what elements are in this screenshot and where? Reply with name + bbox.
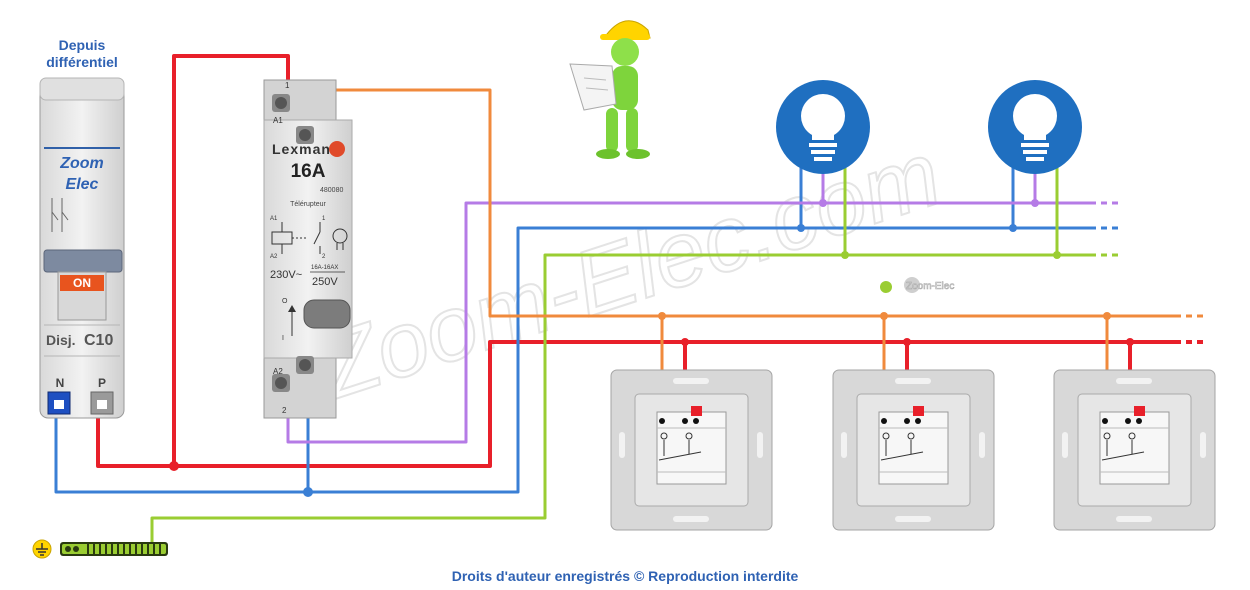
breaker-rating: C10 [84, 332, 113, 349]
copyright-notice: Droits d'auteur enregistrés © Reproducti… [452, 568, 799, 584]
symbol-a1: A1 [270, 216, 278, 222]
breaker-symbol-icon [51, 198, 69, 232]
circuit-breaker: Zoom Elec ON Disj. C10 N P [39, 77, 125, 419]
relay-bottom-terminal-2: 2 [282, 406, 287, 415]
impulse-relay: 1 A1 A2 2 Lexman 16A 480080 Télérupteur … [263, 79, 353, 419]
lamp-symbol-icon [332, 228, 348, 250]
symbol-terminal-2: 2 [322, 254, 326, 260]
terminal-n-label: N [56, 376, 65, 390]
symbol-terminal-1: 1 [322, 216, 326, 222]
switch-icon [658, 432, 702, 461]
relay-voltage-coil: 230V~ [270, 269, 302, 281]
junction-dots [169, 199, 1134, 497]
header-line1: Depuis [59, 37, 106, 53]
relay-pos-off: O [282, 298, 288, 305]
switch-icon [1101, 432, 1145, 461]
relay-type: Télérupteur [290, 201, 326, 208]
relay-rating-small: 16A-16AX [311, 265, 338, 271]
relay-ref: 480080 [320, 187, 343, 194]
breaker-rating-prefix: Disj. [46, 332, 76, 348]
relay-current: 16A [291, 161, 326, 182]
relay-top-terminal-a1: A1 [273, 116, 283, 125]
light-bulb-icon [988, 80, 1082, 174]
earth-ground-icon [32, 539, 52, 559]
push-button-3[interactable] [1053, 369, 1216, 531]
breaker-on-indicator [60, 275, 104, 291]
breaker-toggle-bar[interactable] [43, 249, 123, 273]
breaker-brand-line1: Zoom [59, 155, 104, 172]
breaker-on-label: ON [73, 276, 91, 290]
relay-top-terminal-1: 1 [285, 81, 290, 90]
relay-voltage-contact: 250V [312, 276, 338, 288]
relay-brand: Lexman [272, 141, 331, 157]
push-button-2[interactable] [832, 369, 995, 531]
watermark-small: Zoom-Elec [906, 281, 954, 292]
relay-coil-symbol-icon: A1 A2 1 2 [270, 216, 326, 260]
terminal-p-label: P [98, 376, 106, 390]
push-button-1[interactable] [610, 369, 773, 531]
relay-manual-lever[interactable] [303, 299, 351, 329]
breaker-brand-line2: Elec [66, 176, 99, 193]
brand-logo-icon [329, 141, 345, 157]
wire-earth [150, 165, 1090, 545]
light-bulb-icon [776, 80, 870, 174]
watermark-small-logo: Zoom-Elec [880, 277, 955, 293]
earth-terminal-bar [60, 542, 168, 556]
relay-pos-on: I [282, 335, 284, 342]
switch-icon [880, 432, 924, 461]
header-line2: différentiel [46, 54, 118, 70]
symbol-a2: A2 [270, 254, 278, 260]
relay-bottom-terminal-a2: A2 [273, 367, 283, 376]
worker-figure-icon [569, 20, 651, 159]
